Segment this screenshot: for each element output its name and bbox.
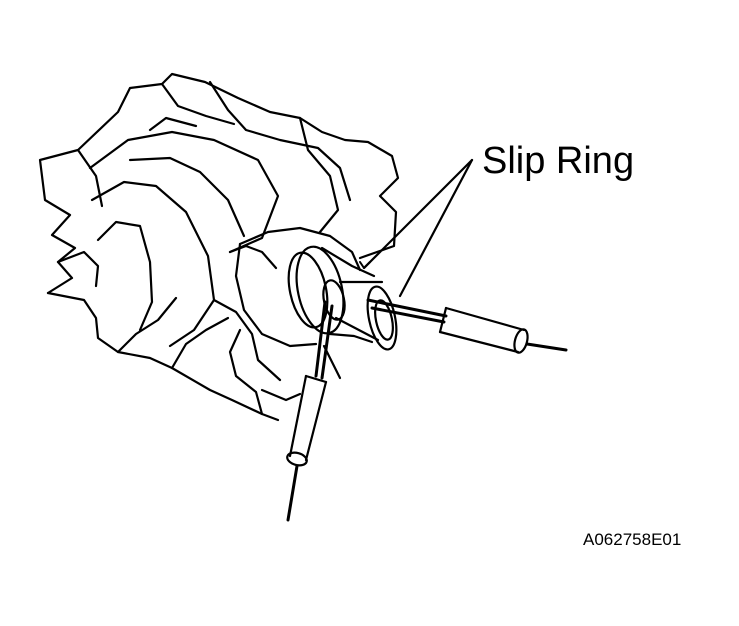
slip-ring-leader-lines <box>360 160 472 296</box>
shaft-and-slip-rings <box>282 242 401 352</box>
lower-probe <box>286 302 332 520</box>
rotor-body <box>40 74 398 420</box>
right-probe <box>368 300 566 354</box>
figure-code-label: A062758E01 <box>583 530 682 549</box>
slip-ring-label: Slip Ring <box>482 140 635 182</box>
